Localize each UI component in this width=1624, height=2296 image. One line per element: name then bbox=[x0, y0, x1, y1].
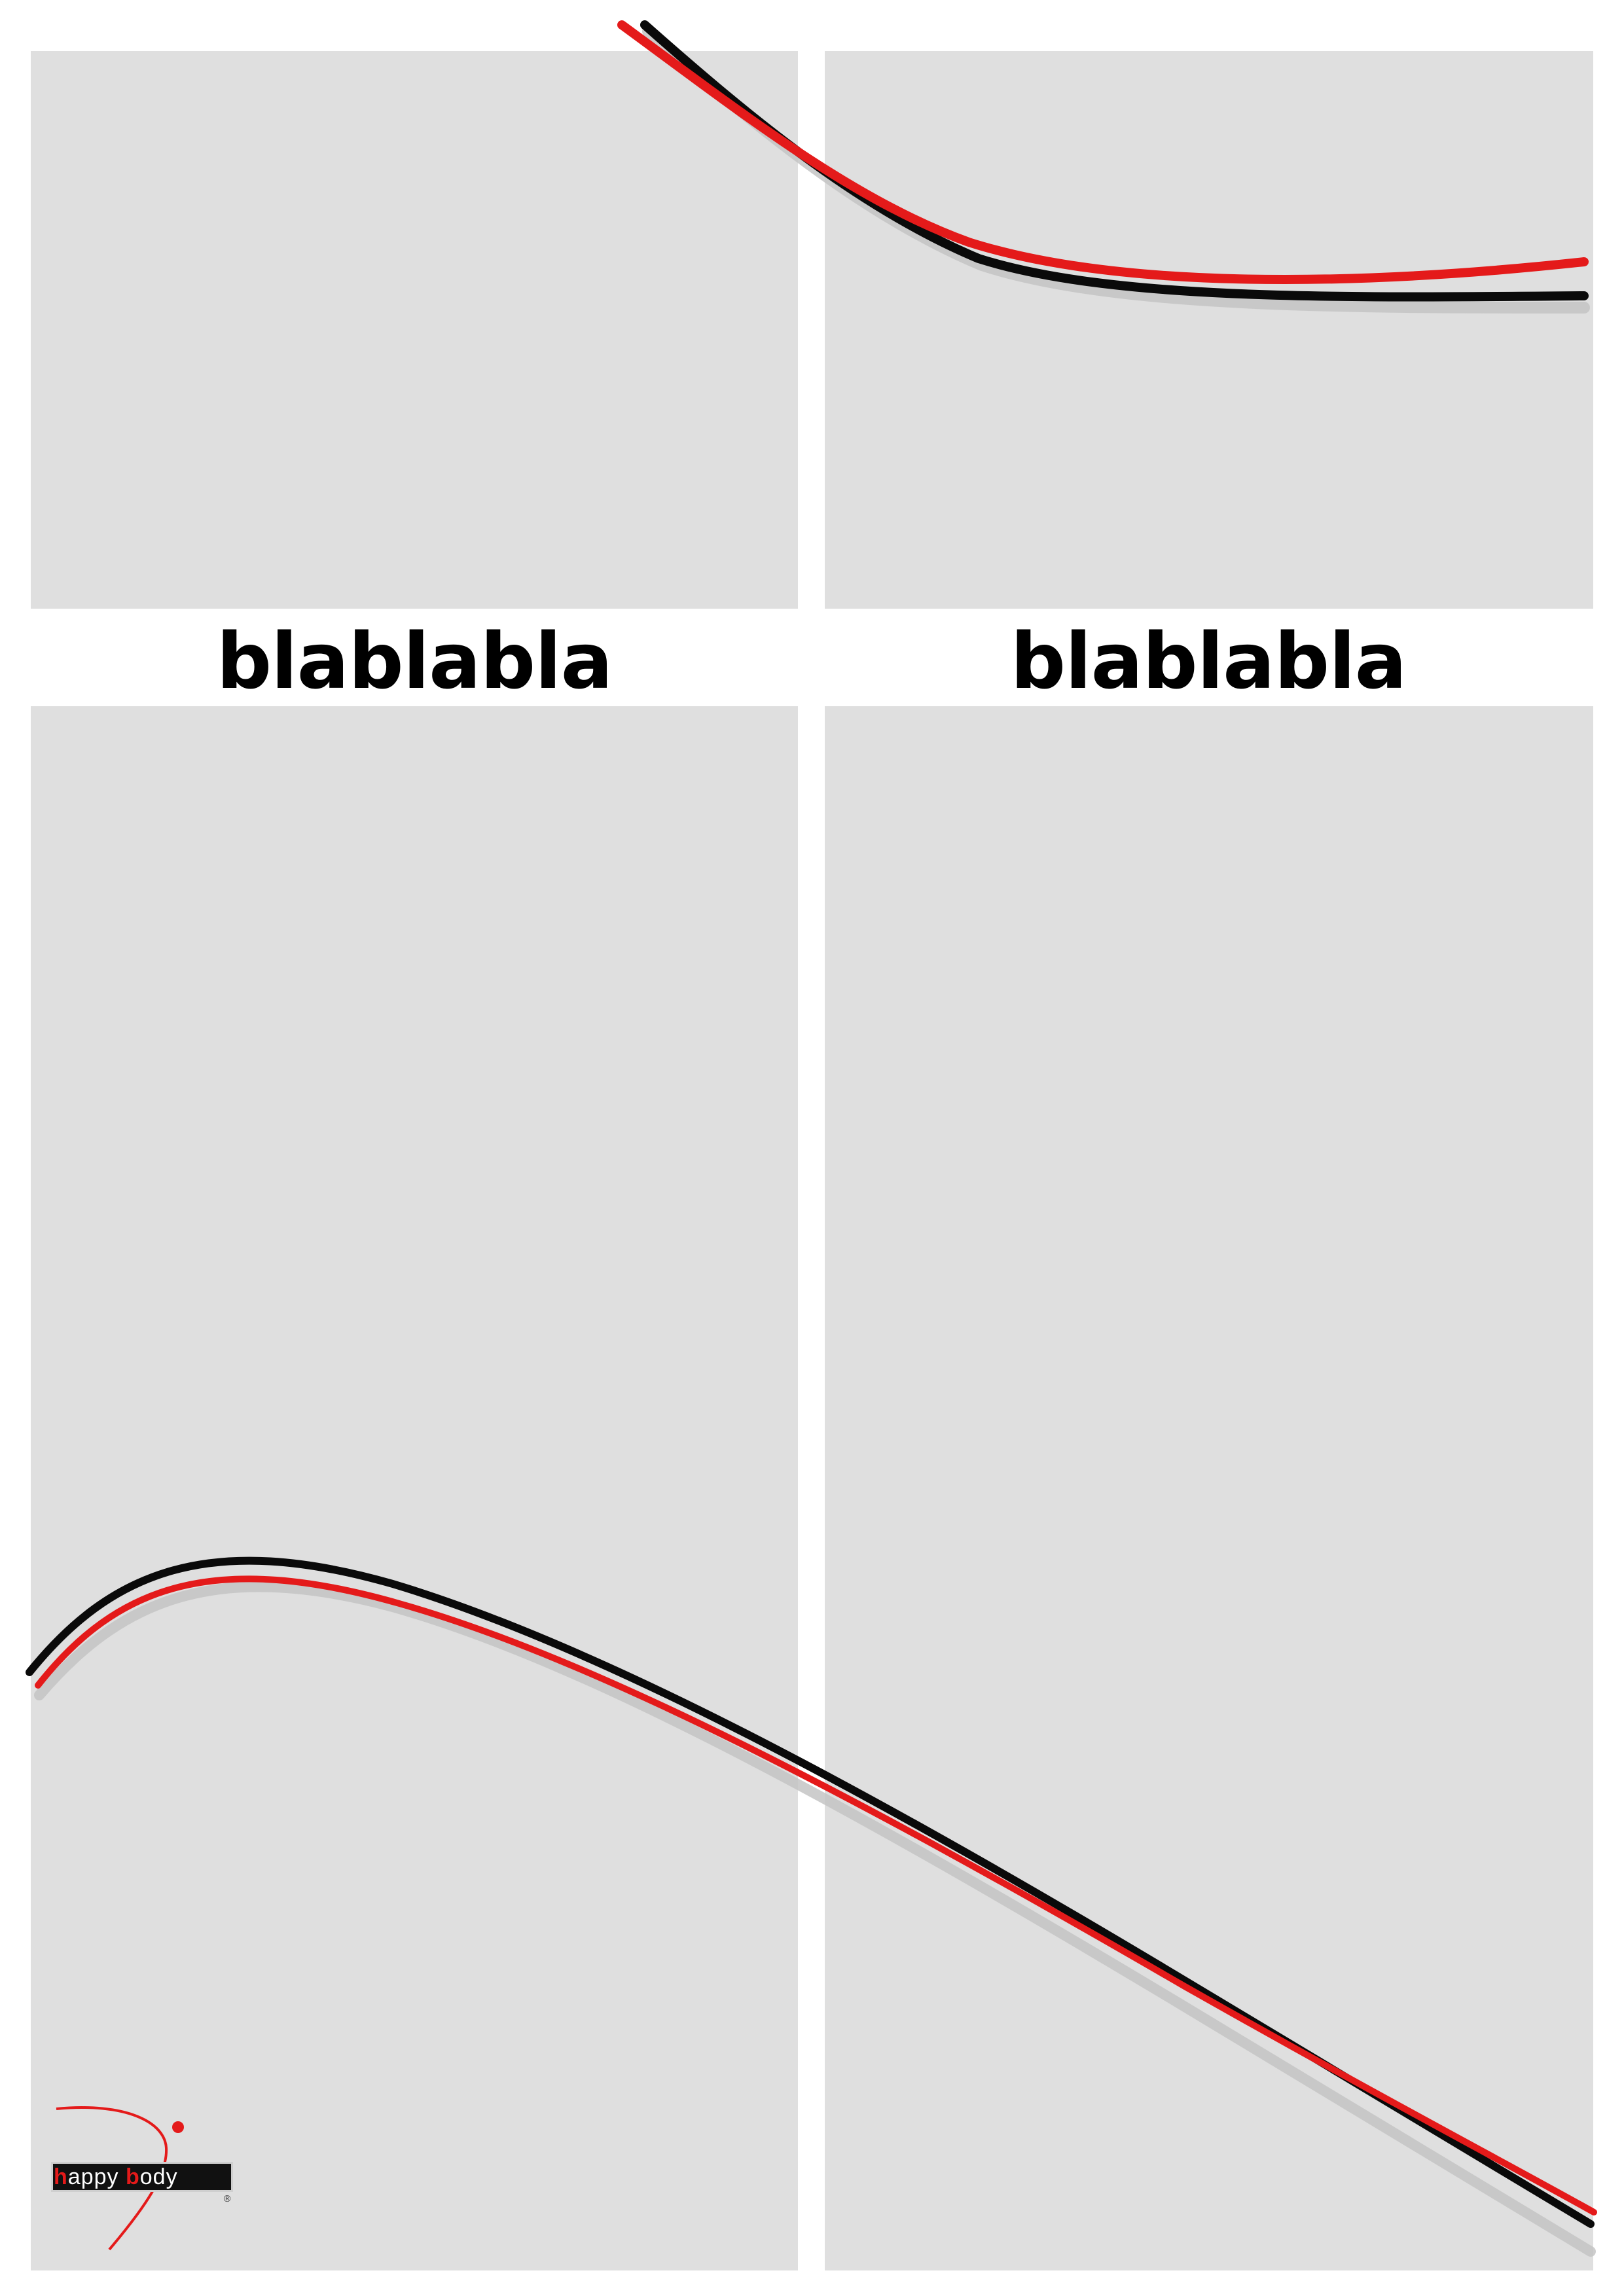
logo-wordmark: happy body bbox=[54, 2162, 230, 2192]
panel-top-left bbox=[31, 51, 798, 609]
top-swoosh-black bbox=[640, 20, 1589, 302]
panel-bottom-right bbox=[825, 706, 1593, 2270]
top-swoosh-shadow bbox=[642, 26, 1590, 314]
logo-swoosh-mark bbox=[56, 2106, 184, 2251]
bottom-swoosh-red bbox=[35, 1575, 1597, 2215]
logo-b-initial: b bbox=[125, 2164, 140, 2189]
top-swoosh bbox=[617, 20, 1590, 314]
happy-body-logo: happy body ® bbox=[47, 2102, 244, 2253]
bottom-swoosh-black bbox=[26, 1556, 1595, 2228]
panel-top-right bbox=[825, 51, 1593, 609]
top-swoosh-red bbox=[617, 20, 1589, 285]
logo-happy-rest: appy bbox=[67, 2164, 119, 2189]
caption-left: blablabla bbox=[216, 616, 613, 706]
logo-h-initial: h bbox=[54, 2164, 68, 2189]
logo-bar bbox=[51, 2162, 233, 2192]
bottom-swoosh bbox=[26, 1556, 1597, 2257]
registered-mark: ® bbox=[223, 2194, 232, 2204]
caption-right: blablabla bbox=[1010, 616, 1407, 706]
logo-body-rest: ody bbox=[139, 2164, 178, 2189]
panel-bottom-left bbox=[31, 706, 798, 2270]
bottom-swoosh-shadow bbox=[34, 1581, 1596, 2257]
